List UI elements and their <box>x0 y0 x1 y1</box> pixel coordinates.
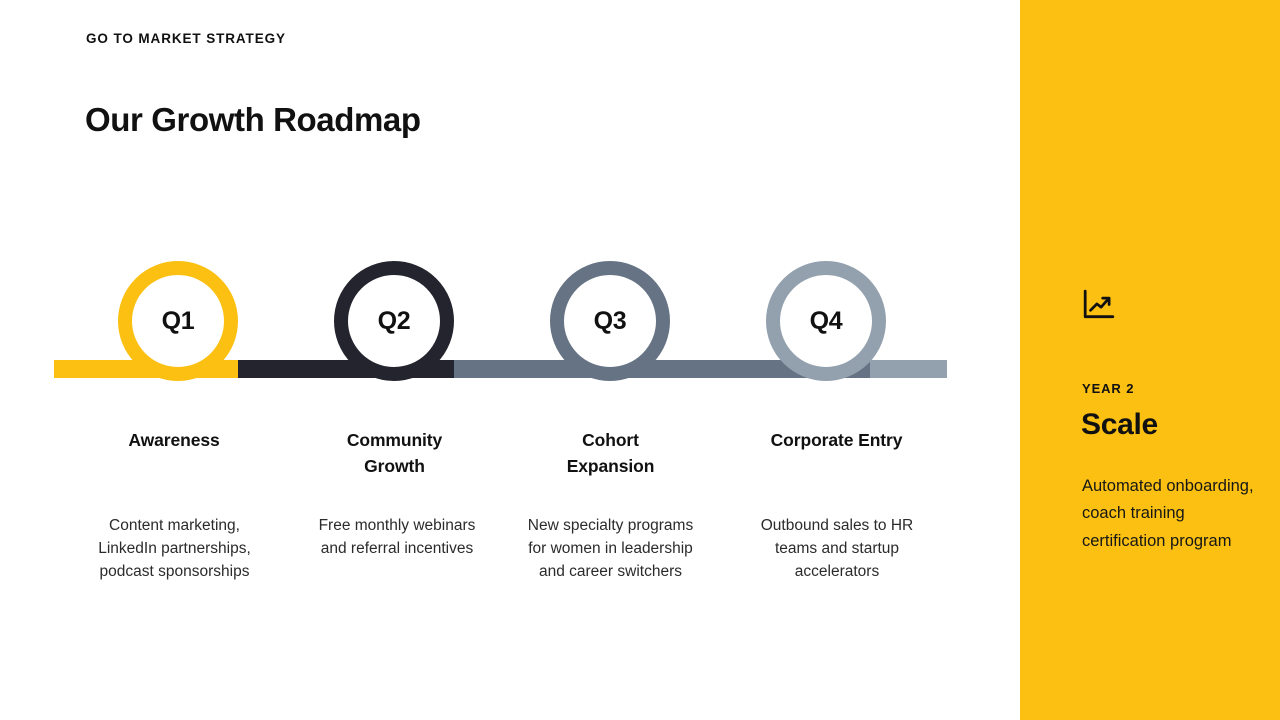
milestone-description-q3: New specialty programs for women in lead… <box>527 517 694 581</box>
milestone-title-q1: Awareness <box>128 430 220 450</box>
side-panel-body: Automated onboarding, coach training cer… <box>1082 477 1254 550</box>
milestone-ring-q3[interactable]: Q3 <box>550 261 670 381</box>
milestone-marker-q3: Q3 <box>593 306 627 335</box>
milestone-title-q4: Corporate Entry <box>770 430 903 450</box>
milestone-description-q1: Content marketing, LinkedIn partnerships… <box>98 517 251 581</box>
side-panel: YEAR 2 Scale Automated onboarding, coach… <box>1020 0 1280 720</box>
side-panel-kicker: YEAR 2 <box>1082 381 1135 396</box>
milestone-description-q2: Free monthly webinars and referral incen… <box>318 517 476 558</box>
eyebrow-label: GO TO MARKET STRATEGY <box>86 31 286 46</box>
milestone-ring-q1[interactable]: Q1 <box>118 261 238 381</box>
milestone-marker-q1: Q1 <box>161 306 195 335</box>
milestone-marker-q2: Q2 <box>377 306 411 335</box>
milestone-ring-q4[interactable]: Q4 <box>766 261 886 381</box>
milestone-title-q3: Cohort Expansion <box>566 430 655 476</box>
trending-up-chart-icon <box>1082 288 1116 322</box>
milestone-ring-q2[interactable]: Q2 <box>334 261 454 381</box>
milestone-marker-q4: Q4 <box>809 306 843 335</box>
timeline-segment-q4 <box>870 360 947 378</box>
side-panel-heading: Scale <box>1081 408 1158 441</box>
milestone-description-q4: Outbound sales to HR teams and startup a… <box>760 517 914 581</box>
milestone-title-q2: Community Growth <box>346 430 443 476</box>
timeline-segment-q3 <box>454 360 870 378</box>
page-title: Our Growth Roadmap <box>85 101 421 138</box>
